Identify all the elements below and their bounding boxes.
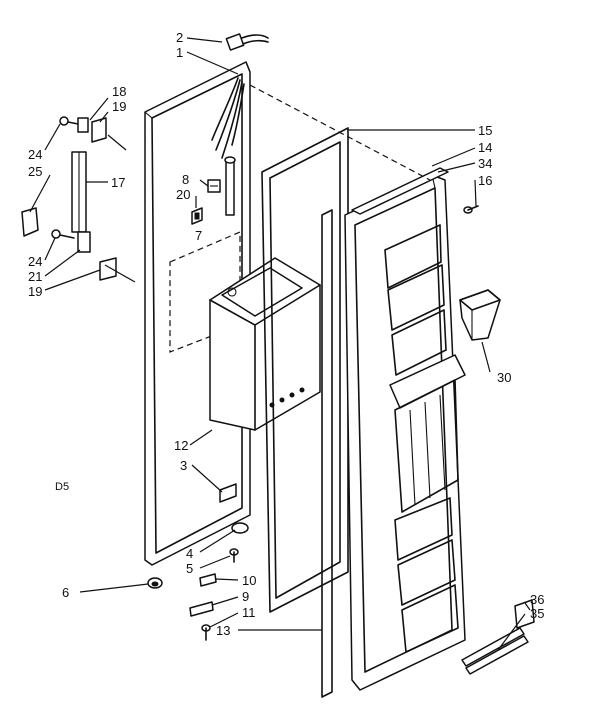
breaker-strip <box>321 209 333 698</box>
callout-20: 20 <box>176 187 190 202</box>
door-panel <box>144 61 251 566</box>
callout-24-upper: 24 <box>28 147 42 162</box>
callout-8: 8 <box>182 172 189 187</box>
upper-hinge-assembly <box>59 116 107 143</box>
clip <box>191 207 203 225</box>
callout-7: 7 <box>195 228 202 243</box>
callout-24-lower: 24 <box>28 254 42 269</box>
diagram-code: D5 <box>55 481 69 493</box>
callout-14: 14 <box>478 140 492 155</box>
callout-6: 6 <box>62 585 69 600</box>
callout-18: 18 <box>112 84 126 99</box>
door-gasket <box>261 127 349 613</box>
callout-25: 25 <box>28 164 42 179</box>
callout-35: 35 <box>530 606 544 621</box>
hinge-bracket <box>219 483 237 503</box>
ice-chute <box>459 289 501 341</box>
guide-rail <box>71 151 87 233</box>
hinge-cover <box>21 207 39 237</box>
callout-36: 36 <box>530 592 544 607</box>
callout-3: 3 <box>180 458 187 473</box>
callout-34: 34 <box>478 156 492 171</box>
callout-4: 4 <box>186 546 193 561</box>
callout-labels: 1 2 3 4 5 6 7 8 9 10 11 12 13 14 15 16 1… <box>28 30 544 638</box>
callout-30: 30 <box>497 370 511 385</box>
callout-12: 12 <box>174 438 188 453</box>
callout-5: 5 <box>186 561 193 576</box>
callout-9: 9 <box>242 589 249 604</box>
callout-16: 16 <box>478 173 492 188</box>
callout-17: 17 <box>111 175 125 190</box>
leader-lines <box>29 37 531 651</box>
callout-1: 1 <box>176 45 183 60</box>
callout-19-upper: 19 <box>112 99 126 114</box>
lower-hardware <box>147 522 249 641</box>
screw <box>463 205 479 214</box>
top-cap <box>351 167 449 215</box>
callout-15: 15 <box>478 123 492 138</box>
bottom-trim <box>461 599 535 675</box>
door-liner <box>344 174 466 691</box>
callout-21: 21 <box>28 269 42 284</box>
lower-hinge-assembly <box>51 229 117 281</box>
insulation-sheet <box>169 231 241 353</box>
wire-connector <box>225 33 269 51</box>
callout-13: 13 <box>216 623 230 638</box>
callout-11: 11 <box>242 605 256 620</box>
callout-19-lower: 19 <box>28 284 42 299</box>
heater-tube <box>207 156 236 216</box>
callout-2: 2 <box>176 30 183 45</box>
callout-10: 10 <box>242 573 256 588</box>
